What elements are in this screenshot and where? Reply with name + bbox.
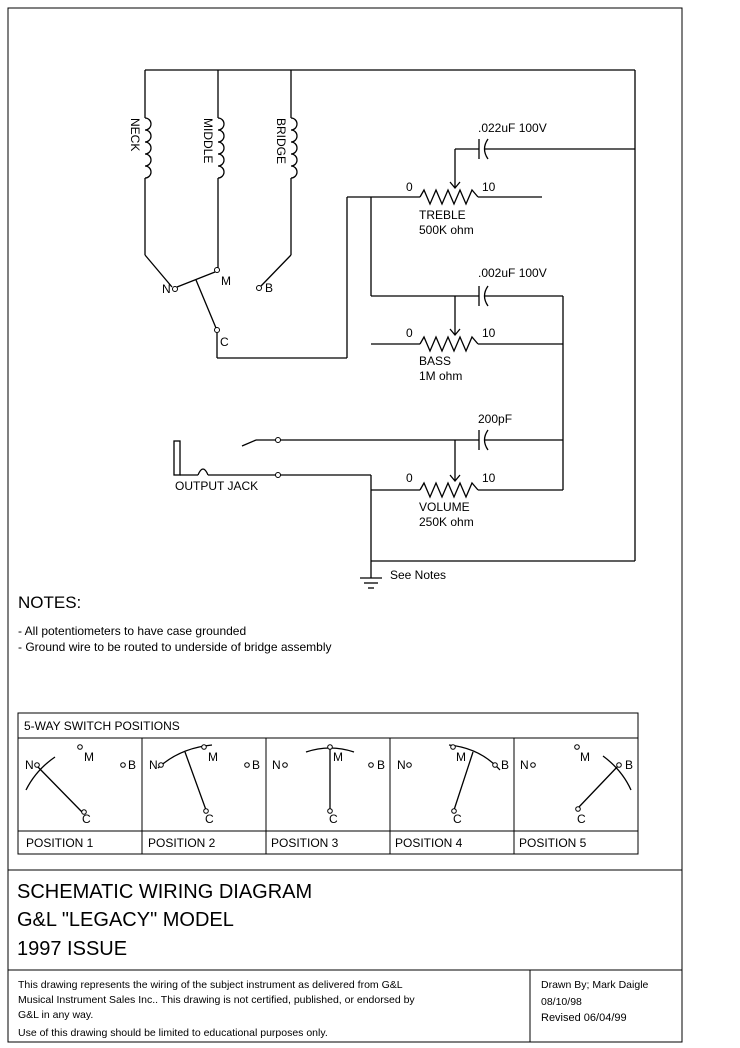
svg-text:B: B	[377, 758, 385, 772]
title-line-2: G&L "LEGACY" MODEL	[17, 909, 234, 931]
svg-text:N: N	[149, 758, 158, 772]
treble-value: 500K ohm	[419, 223, 474, 237]
switch-position-3: N M B C POSITION 3	[271, 744, 385, 850]
svg-text:M: M	[208, 750, 218, 764]
notes-heading: NOTES:	[18, 593, 81, 612]
svg-text:N: N	[272, 758, 281, 772]
middle-pickup: MIDDLE	[201, 70, 225, 268]
svg-text:.022uF 100V: .022uF 100V	[478, 121, 547, 135]
bridge-pickup: BRIDGE	[260, 70, 298, 287]
drawn-date: 08/10/98	[541, 996, 582, 1008]
volume-value: 250K ohm	[419, 515, 474, 529]
svg-text:M: M	[84, 750, 94, 764]
svg-text:M: M	[333, 750, 343, 764]
svg-text:POSITION 1: POSITION 1	[26, 836, 94, 850]
svg-text:M: M	[456, 750, 466, 764]
bridge-label: BRIDGE	[274, 118, 288, 164]
svg-text:POSITION 4: POSITION 4	[395, 836, 463, 850]
neck-pickup: NECK	[128, 70, 173, 288]
bass-pot: 0 10 BASS 1M ohm	[371, 326, 563, 383]
svg-text:C: C	[205, 812, 214, 826]
switch-position-5: N M B C POSITION 5	[519, 744, 633, 850]
volume-name: VOLUME	[419, 500, 470, 514]
note-line-1: - All potentiometers to have case ground…	[18, 624, 246, 638]
middle-label: MIDDLE	[201, 118, 215, 163]
ground-symbol: See Notes	[360, 560, 635, 589]
disclaimer-line-1: This drawing represents the wiring of th…	[18, 979, 403, 991]
treble-name: TREBLE	[419, 208, 466, 222]
svg-text:0: 0	[406, 180, 413, 194]
svg-text:.002uF 100V: .002uF 100V	[478, 266, 547, 280]
svg-text:B: B	[128, 758, 136, 772]
output-jack-label: OUTPUT JACK	[175, 479, 258, 493]
neck-label: NECK	[128, 118, 142, 151]
svg-text:B: B	[625, 758, 633, 772]
revised-date: Revised 06/04/99	[541, 1012, 627, 1024]
svg-text:10: 10	[482, 180, 496, 194]
svg-text:C: C	[329, 812, 338, 826]
title-line-3: 1997 ISSUE	[17, 938, 127, 960]
svg-text:C: C	[577, 812, 586, 826]
volume-capacitor: 200pF	[454, 412, 563, 481]
volume-pot: 0 10 VOLUME 250K ohm	[370, 471, 563, 561]
switch-contact-n	[172, 286, 178, 292]
svg-text:10: 10	[482, 471, 496, 485]
switch-table-title: 5-WAY SWITCH POSITIONS	[24, 719, 180, 733]
svg-text:C: C	[82, 812, 91, 826]
title-line-1: SCHEMATIC WIRING DIAGRAM	[17, 881, 312, 903]
switch-positions-table: 5-WAY SWITCH POSITIONS N M B C POSITION …	[17, 712, 639, 855]
svg-text:N: N	[25, 758, 34, 772]
switch-contact-c	[214, 327, 220, 333]
svg-text:M: M	[580, 750, 590, 764]
drawing-frame	[7, 7, 683, 1043]
pickup-selector-switch: N M B C	[162, 267, 347, 359]
svg-text:B: B	[265, 281, 273, 295]
switch-position-2: N M B C POSITION 2	[148, 744, 260, 850]
switch-position-4: N M B C POSITION 4	[395, 744, 509, 850]
switch-contact-b	[256, 285, 262, 291]
svg-text:0: 0	[406, 326, 413, 340]
svg-text:C: C	[453, 812, 462, 826]
svg-text:POSITION 3: POSITION 3	[271, 836, 339, 850]
bass-value: 1M ohm	[419, 369, 462, 383]
switch-position-1: N M B C POSITION 1	[25, 744, 136, 850]
note-line-2: - Ground wire to be routed to underside …	[18, 640, 332, 654]
bass-capacitor: .002uF 100V	[371, 266, 563, 335]
disclaimer-line-3: G&L in any way.	[18, 1009, 93, 1021]
svg-text:N: N	[162, 282, 171, 296]
switch-contact-m	[214, 267, 220, 273]
disclaimer-line-4: Use of this drawing should be limited to…	[18, 1027, 328, 1039]
bass-name: BASS	[419, 354, 451, 368]
svg-text:M: M	[221, 274, 231, 288]
svg-text:B: B	[252, 758, 260, 772]
svg-text:200pF: 200pF	[478, 412, 512, 426]
drawn-by: Drawn By; Mark Daigle	[541, 979, 649, 991]
svg-text:0: 0	[406, 471, 413, 485]
svg-text:N: N	[397, 758, 406, 772]
treble-capacitor: .022uF 100V	[454, 121, 635, 165]
svg-text:C: C	[220, 335, 229, 349]
treble-pot: 0 10 TREBLE 500K ohm	[406, 165, 542, 237]
svg-text:10: 10	[482, 326, 496, 340]
ground-note-label: See Notes	[390, 568, 446, 582]
svg-text:POSITION 2: POSITION 2	[148, 836, 216, 850]
svg-text:POSITION 5: POSITION 5	[519, 836, 587, 850]
svg-text:B: B	[501, 758, 509, 772]
disclaimer-line-2: Musical Instrument Sales Inc.. This draw…	[18, 994, 415, 1006]
output-jack: OUTPUT JACK	[173, 437, 479, 493]
svg-text:N: N	[520, 758, 529, 772]
